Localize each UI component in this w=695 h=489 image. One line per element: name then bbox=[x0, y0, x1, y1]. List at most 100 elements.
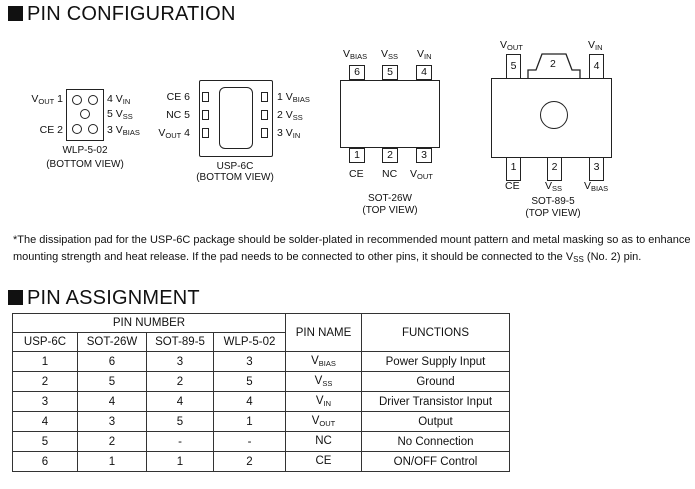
wlp-cell: - bbox=[213, 431, 286, 452]
table-header-row: PIN NUMBER PIN NAME FUNCTIONS bbox=[12, 313, 510, 352]
usp-pin-pad bbox=[261, 110, 268, 120]
ball-icon bbox=[88, 124, 98, 134]
usp-6c-header: USP-6C bbox=[12, 332, 78, 352]
sot89-pin: 4 bbox=[589, 54, 604, 80]
pin-name-cell: VSS bbox=[285, 371, 362, 392]
pin-name-cell: CE bbox=[285, 451, 362, 472]
sot89-pin: 2 bbox=[547, 157, 562, 181]
heading-square-icon bbox=[8, 290, 23, 305]
sot26w-pin: 5 bbox=[382, 65, 398, 80]
sot89-cell: 3 bbox=[146, 351, 214, 372]
function-cell: No Connection bbox=[361, 431, 510, 452]
function-cell: Driver Transistor Input bbox=[361, 391, 510, 412]
sot89-tab-icon bbox=[527, 53, 581, 79]
sot26w-top-label: VIN bbox=[417, 48, 432, 61]
sot89-top-label: VOUT bbox=[500, 39, 523, 52]
function-cell: Ground bbox=[361, 371, 510, 392]
sot89-bottom-label: CE bbox=[505, 180, 520, 192]
sot26w-cell: 6 bbox=[77, 351, 147, 372]
ball-icon bbox=[80, 109, 90, 119]
pin-name-cell: VBIAS bbox=[285, 351, 362, 372]
wlp-cell: 5 bbox=[213, 371, 286, 392]
sot26w-top-label: VSS bbox=[381, 48, 399, 61]
table-row: 1 6 3 3 VBIAS Power Supply Input bbox=[12, 351, 510, 372]
sot26w-package-name: SOT-26W bbox=[368, 193, 412, 204]
wlp-cell: 1 bbox=[213, 411, 286, 432]
sot26w-cell: 5 bbox=[77, 371, 147, 392]
usp-cell: 3 bbox=[12, 391, 78, 412]
pin-name-cell: VIN bbox=[285, 391, 362, 412]
sot89-view-label: (TOP VIEW) bbox=[525, 208, 581, 219]
usp-package-name: USP-6C bbox=[216, 161, 254, 172]
heading-square-icon bbox=[8, 6, 23, 21]
sot26w-pin: 2 bbox=[382, 148, 398, 163]
usp-cell: 6 bbox=[12, 451, 78, 472]
wlp-cell: 2 bbox=[213, 451, 286, 472]
sot26w-bottom-label: CE bbox=[349, 168, 364, 180]
sot26w-body bbox=[340, 80, 440, 148]
function-cell: Power Supply Input bbox=[361, 351, 510, 372]
sot89-tab-pin-label: 2 bbox=[550, 58, 556, 70]
wlp-cell: 3 bbox=[213, 351, 286, 372]
pin-name-header: PIN NAME bbox=[285, 313, 362, 352]
functions-header: FUNCTIONS bbox=[361, 313, 510, 352]
sot26w-pin: 6 bbox=[349, 65, 365, 80]
sot26w-cell: 4 bbox=[77, 391, 147, 412]
sot89-cell: - bbox=[146, 431, 214, 452]
pin-assignment-heading: PIN ASSIGNMENT bbox=[8, 287, 200, 310]
pin-name-cell: VOUT bbox=[285, 411, 362, 432]
sot89-cell: 2 bbox=[146, 371, 214, 392]
pin-configuration-heading: PIN CONFIGURATION bbox=[8, 3, 236, 26]
usp-pin-label: NC 5 bbox=[166, 109, 190, 121]
table-row: 4 3 5 1 VOUT Output bbox=[12, 411, 510, 432]
wlp-package-name: WLP-5-02 bbox=[62, 145, 108, 156]
sot89-cell: 5 bbox=[146, 411, 214, 432]
ball-icon bbox=[72, 124, 82, 134]
table-row: 5 2 - - NC No Connection bbox=[12, 431, 510, 452]
wlp-pin-label: 5 VSS bbox=[107, 108, 133, 121]
wlp-view-label: (BOTTOM VIEW) bbox=[46, 159, 124, 170]
usp-body bbox=[199, 80, 273, 157]
usp-cell: 5 bbox=[12, 431, 78, 452]
sot89-cell: 1 bbox=[146, 451, 214, 472]
usp-view-label: (BOTTOM VIEW) bbox=[196, 172, 274, 183]
sot26w-bottom-label: VOUT bbox=[410, 168, 433, 181]
function-cell: Output bbox=[361, 411, 510, 432]
sot89-pin: 3 bbox=[589, 157, 604, 181]
usp-pin-pad bbox=[261, 92, 268, 102]
wlp-5-02-header: WLP-5-02 bbox=[213, 332, 286, 352]
sot26w-cell: 1 bbox=[77, 451, 147, 472]
table-row: 2 5 2 5 VSS Ground bbox=[12, 371, 510, 392]
ball-icon bbox=[72, 95, 82, 105]
usp-pin-pad bbox=[202, 110, 209, 120]
sot26w-view-label: (TOP VIEW) bbox=[362, 205, 418, 216]
usp-pin-label: 3 VIN bbox=[277, 127, 301, 140]
usp-pin-label: 2 VSS bbox=[277, 109, 303, 122]
sot26w-cell: 2 bbox=[77, 431, 147, 452]
table-row: 6 1 1 2 CE ON/OFF Control bbox=[12, 451, 510, 472]
ball-icon bbox=[88, 95, 98, 105]
usp-cell: 2 bbox=[12, 371, 78, 392]
sot26w-pin: 3 bbox=[416, 148, 432, 163]
usp-cell: 1 bbox=[12, 351, 78, 372]
pin-assignment-table: PIN NUMBER PIN NAME FUNCTIONS USP-6C SOT… bbox=[12, 313, 510, 472]
pin-name-cell: NC bbox=[285, 431, 362, 452]
usp-pin-label: CE 6 bbox=[166, 91, 190, 103]
sot89-marker-circle bbox=[540, 101, 568, 129]
sot26w-top-label: VBIAS bbox=[343, 48, 368, 61]
wlp-body bbox=[66, 89, 104, 141]
wlp-pin-label: 4 VIN bbox=[107, 93, 131, 106]
sot89-pin: 1 bbox=[506, 157, 521, 181]
dissipation-pad-note: *The dissipation pad for the USP-6C pack… bbox=[13, 234, 691, 264]
sot26w-pin: 1 bbox=[349, 148, 365, 163]
table-row: 3 4 4 4 VIN Driver Transistor Input bbox=[12, 391, 510, 412]
usp-pin-pad bbox=[202, 92, 209, 102]
usp-pin-label: 1 VBIAS bbox=[277, 91, 310, 104]
sot26w-cell: 3 bbox=[77, 411, 147, 432]
usp-dissipation-pad bbox=[219, 87, 253, 149]
wlp-pin-label: CE 2 bbox=[39, 124, 63, 136]
sot89-package-name: SOT-89-5 bbox=[531, 196, 575, 207]
sot89-bottom-label: VSS bbox=[545, 180, 563, 193]
usp-pin-pad bbox=[261, 128, 268, 138]
sot89-bottom-label: VBIAS bbox=[584, 180, 609, 193]
